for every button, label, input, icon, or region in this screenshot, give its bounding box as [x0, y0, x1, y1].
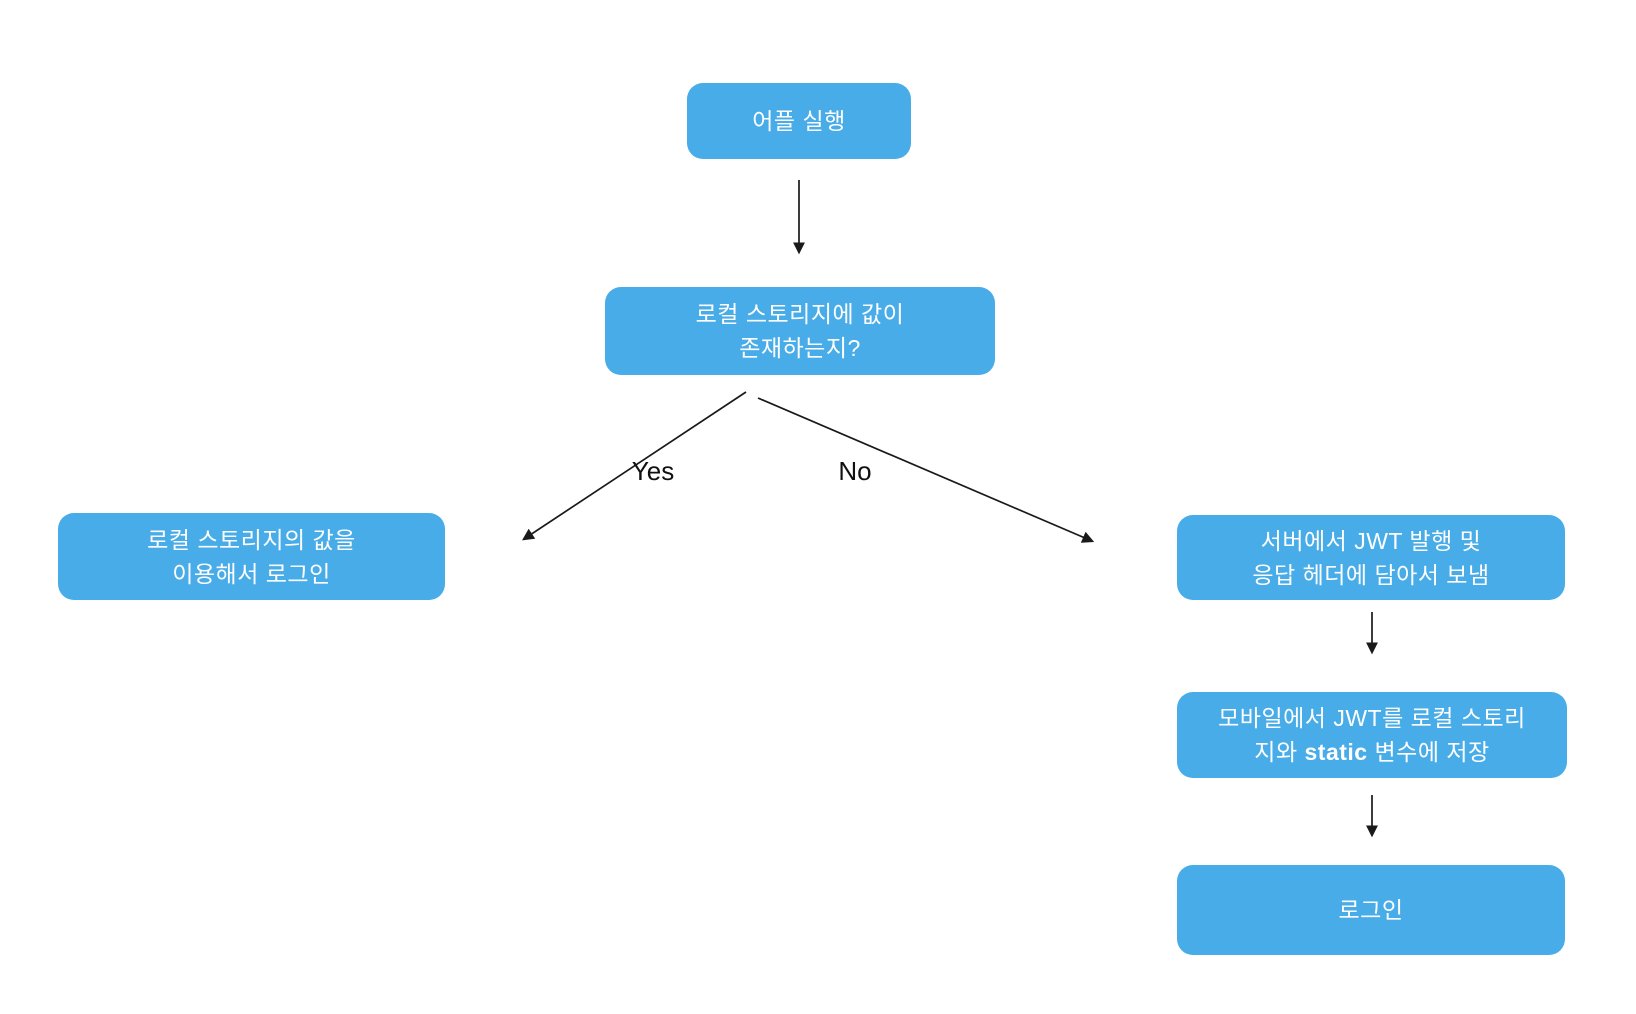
node-store-jwt-line2: 지와 static 변수에 저장 — [1254, 739, 1490, 765]
node-store-jwt-line1: 모바일에서 JWT를 로컬 스토리 — [1218, 705, 1526, 731]
node-login: 로그인 — [1177, 865, 1565, 955]
edge-label-no: No — [838, 456, 872, 486]
node-login-with-local-value: 로컬 스토리지의 값을 이용해서 로그인 — [58, 513, 445, 600]
node-server-issue-jwt-line1: 서버에서 JWT 발행 및 — [1260, 527, 1482, 554]
node-store-jwt: 모바일에서 JWT를 로컬 스토리 지와 static 변수에 저장 — [1177, 692, 1567, 778]
node-login-with-local-line1: 로컬 스토리지의 값을 — [147, 526, 356, 553]
node-login-with-local-line2: 이용해서 로그인 — [172, 560, 331, 587]
static-keyword: static — [1304, 739, 1368, 765]
node-app-start: 어플 실행 — [687, 83, 911, 159]
node-localstorage-decision-line1: 로컬 스토리지에 값이 — [695, 301, 905, 327]
node-app-start-label: 어플 실행 — [752, 108, 846, 134]
node-login-label: 로그인 — [1338, 897, 1404, 923]
node-server-issue-jwt-line2: 응답 헤더에 담아서 보냄 — [1252, 561, 1490, 588]
node-localstorage-decision: 로컬 스토리지에 값이 존재하는지? — [605, 287, 995, 375]
node-server-issue-jwt: 서버에서 JWT 발행 및 응답 헤더에 담아서 보냄 — [1177, 515, 1565, 600]
node-localstorage-decision-line2: 존재하는지? — [739, 335, 861, 361]
edge-label-yes: Yes — [631, 456, 675, 486]
